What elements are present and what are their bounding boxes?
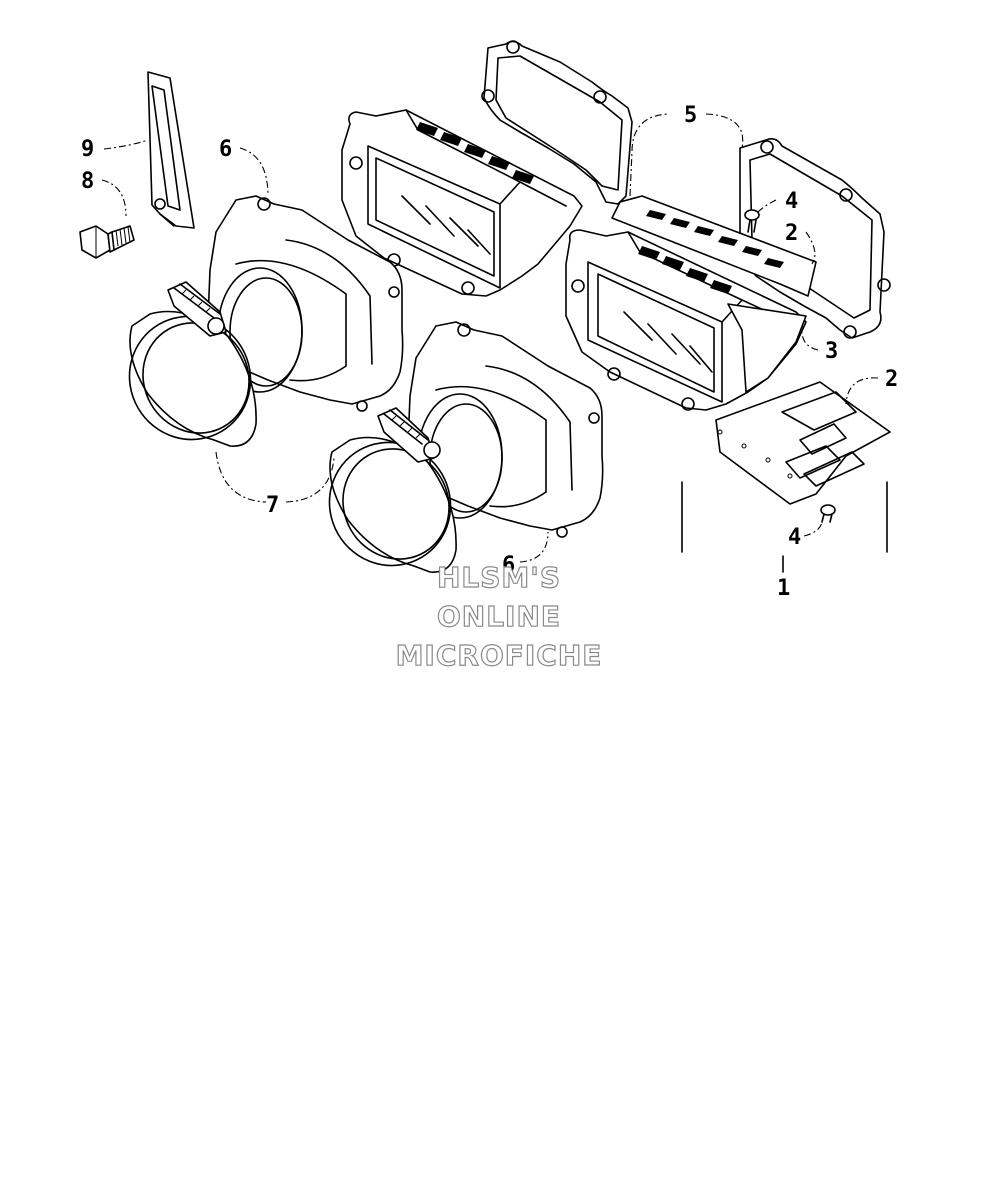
callout-5: 5 [684, 103, 697, 128]
leader-lines [101, 113, 879, 563]
callout-4-upper: 4 [785, 189, 798, 214]
callout-2-upper: 2 [785, 221, 798, 246]
part-5-gasket-upper [481, 40, 633, 205]
part-2-reed-upper [611, 195, 817, 297]
watermark-line-2: ONLINE [437, 600, 561, 633]
reed-block-upper [341, 109, 583, 297]
part-6-boot-upper [207, 195, 404, 412]
callout-9: 9 [81, 137, 94, 162]
watermark: HLSM'S ONLINE MICROFICHE [395, 560, 603, 672]
watermark-line-1: HLSM'S [437, 561, 561, 594]
callout-3: 3 [825, 339, 838, 364]
callout-6-lower: 6 [502, 553, 515, 578]
part-8-bolt [79, 225, 135, 259]
watermark-line-3: MICROFICHE [396, 639, 603, 672]
callout-7: 7 [266, 493, 279, 518]
part-7-clamp-upper [128, 281, 257, 447]
callout-4-lower: 4 [788, 525, 801, 550]
callout-2-lower: 2 [885, 367, 898, 392]
reed-block-lower [565, 229, 807, 411]
callout-6-upper: 6 [219, 137, 232, 162]
part-9-plate [147, 71, 195, 229]
assembly-bracket [681, 481, 888, 573]
callout-labels: 9 8 6 5 4 2 3 2 7 6 4 1 [81, 103, 898, 601]
callout-1: 1 [777, 576, 790, 601]
part-6-boot-lower [407, 321, 604, 538]
part-7-clamp-lower [328, 407, 457, 573]
part-4-screw-lower [820, 504, 836, 523]
part-2-reed-plate-lower [715, 381, 891, 505]
part-4-screw-upper [744, 209, 760, 233]
callout-8: 8 [81, 169, 94, 194]
